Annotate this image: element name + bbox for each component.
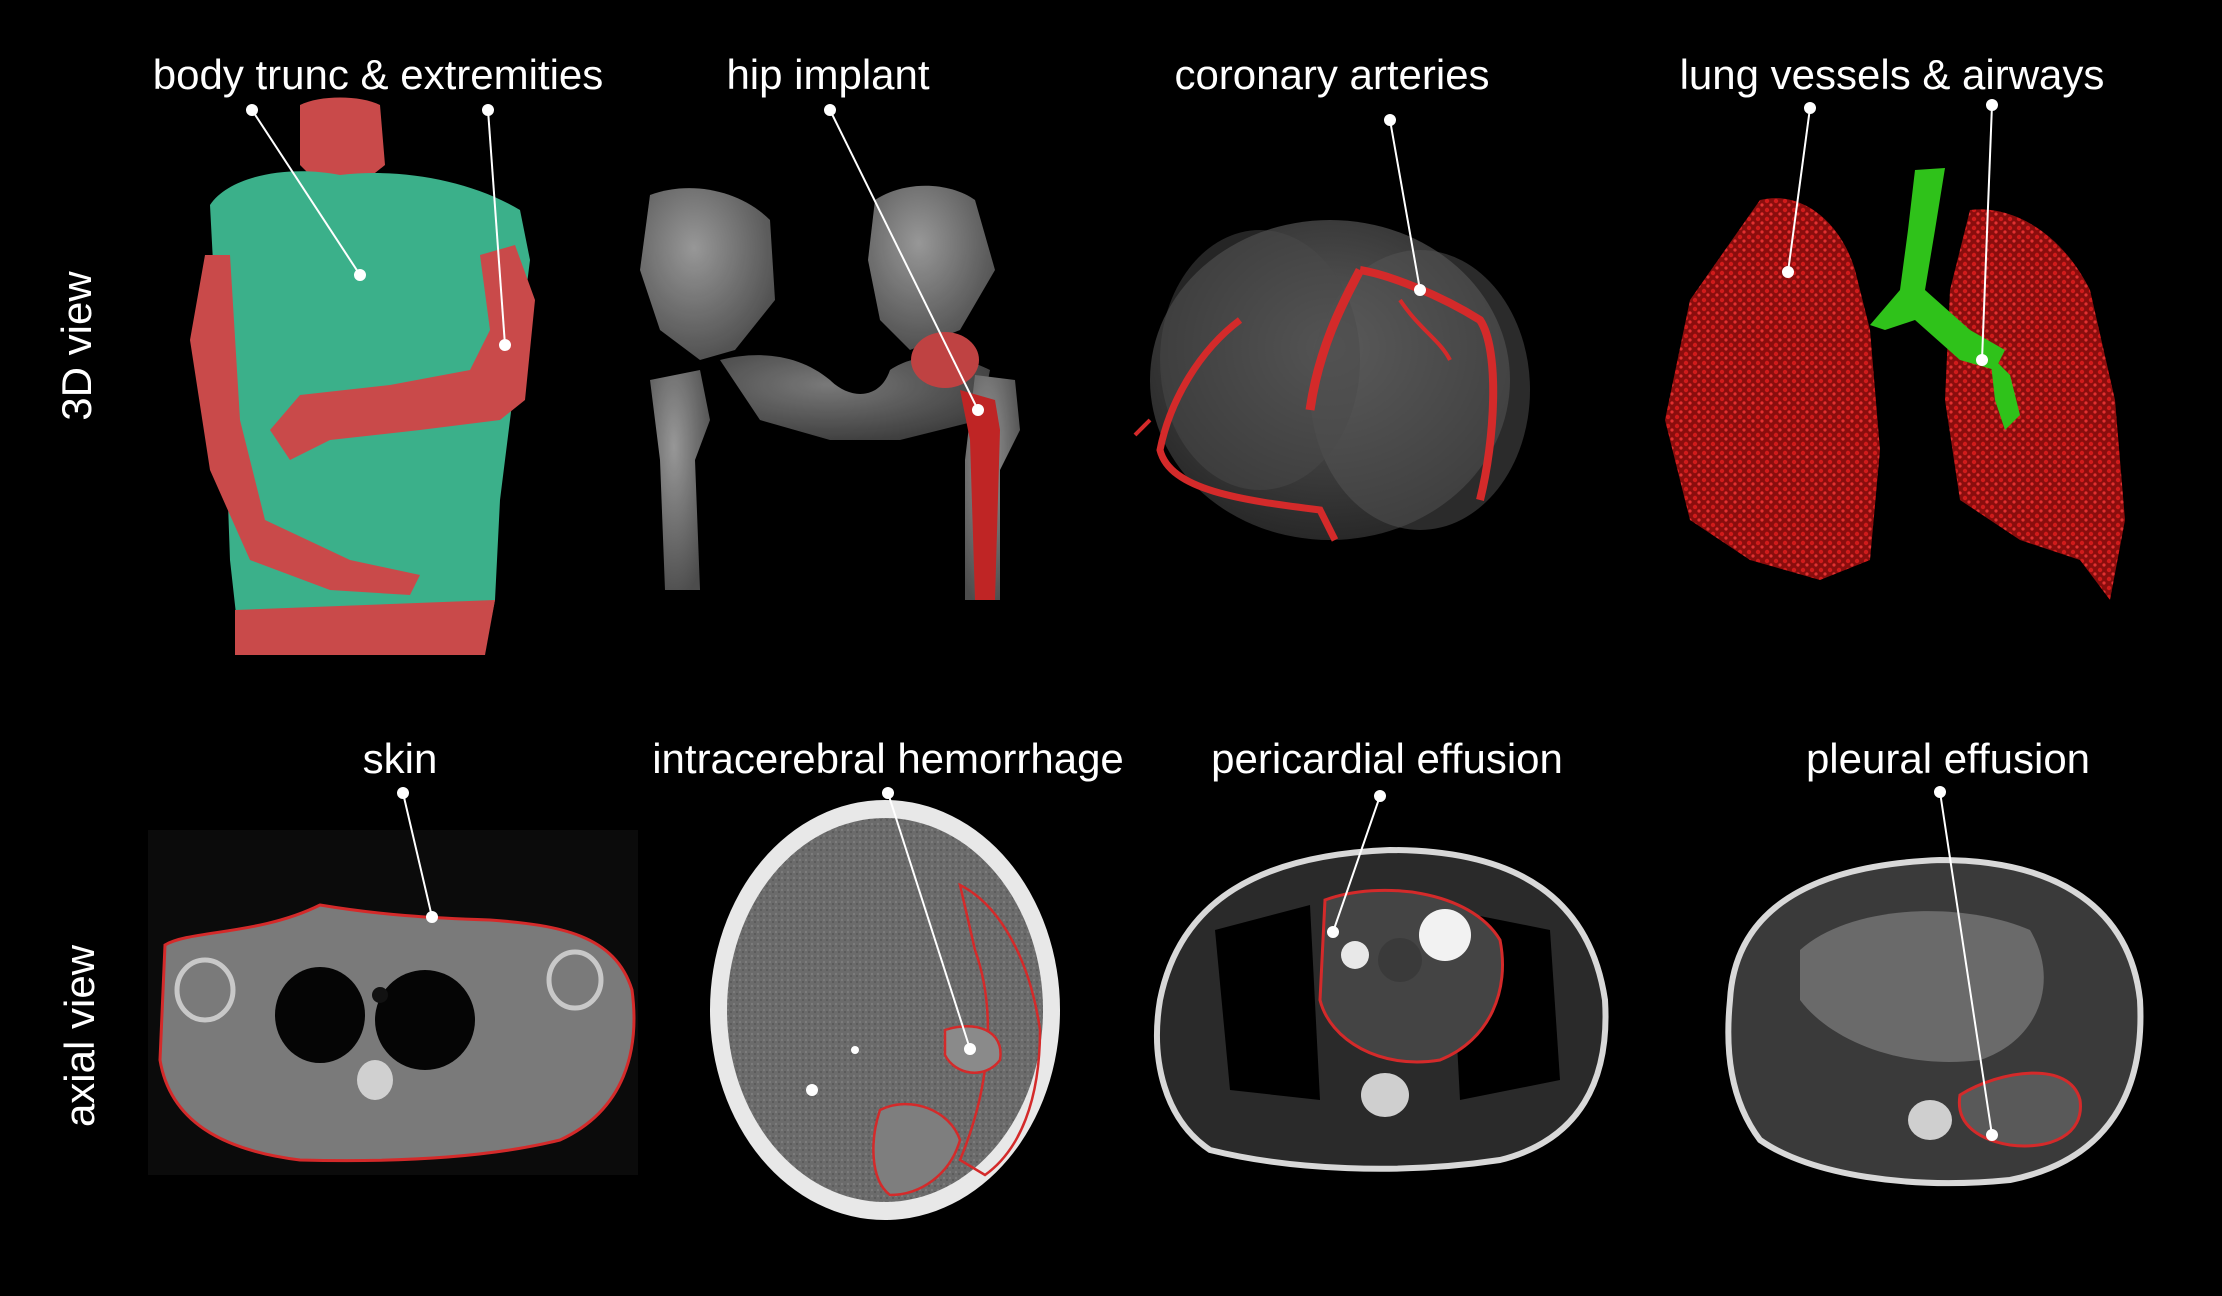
label-hip-implant: hip implant bbox=[726, 51, 930, 98]
callout-dot bbox=[426, 911, 438, 923]
label-pleural-effusion: pleural effusion bbox=[1805, 735, 2091, 782]
callout-dot bbox=[882, 787, 894, 799]
callout-dot bbox=[1804, 102, 1816, 114]
callout-dot bbox=[824, 104, 836, 116]
pericardial-effusion-axial-slice bbox=[1154, 846, 1609, 1172]
callout-line-pericardial bbox=[1332, 795, 1381, 933]
callout-line-skin bbox=[402, 792, 433, 918]
callout-dot bbox=[1384, 114, 1396, 126]
callout-line-extremities bbox=[487, 109, 506, 346]
callout-line-airways bbox=[1981, 104, 1993, 361]
callout-line-lung-vessels bbox=[1787, 107, 1811, 273]
callout-dot bbox=[1934, 786, 1946, 798]
row-label-axial-view: axial view bbox=[56, 944, 103, 1128]
label-coronary-arteries: coronary arteries bbox=[1174, 51, 1490, 98]
callout-line-hemorrhage bbox=[887, 792, 971, 1050]
label-intracerebral-hemorrhage: intracerebral hemorrhage bbox=[652, 735, 1124, 782]
label-skin: skin bbox=[362, 735, 438, 782]
callout-dot bbox=[397, 787, 409, 799]
callout-dot bbox=[1414, 284, 1426, 296]
lung-vessels-airways-render bbox=[1665, 168, 2125, 600]
row-label-3d-view: 3D view bbox=[53, 271, 100, 421]
callout-dot bbox=[1986, 99, 1998, 111]
label-body-trunc-extremities: body trunc & extremities bbox=[152, 51, 604, 98]
callout-dot bbox=[1782, 266, 1794, 278]
callout-line-pleural bbox=[1939, 791, 1993, 1136]
label-pericardial-effusion: pericardial effusion bbox=[1211, 735, 1563, 782]
callout-dot bbox=[482, 104, 494, 116]
callout-dot bbox=[964, 1043, 976, 1055]
hemorrhage-axial-slice bbox=[710, 800, 1060, 1220]
callout-line-coronary bbox=[1389, 119, 1421, 291]
callout-dot bbox=[1986, 1129, 1998, 1141]
callout-line-body-trunc bbox=[251, 109, 361, 276]
skin-axial-slice bbox=[148, 830, 638, 1175]
body-trunk-render bbox=[190, 97, 535, 655]
pleural-effusion-axial-slice bbox=[1725, 856, 2144, 1186]
callout-dot bbox=[354, 269, 366, 281]
callout-lines bbox=[246, 99, 1998, 1141]
callout-dot bbox=[499, 339, 511, 351]
hip-implant-render bbox=[640, 185, 1020, 600]
callout-dot bbox=[1374, 790, 1386, 802]
callout-dot bbox=[1327, 926, 1339, 938]
callout-line-hip-implant bbox=[829, 109, 979, 411]
callout-dot bbox=[1976, 354, 1988, 366]
callout-dot bbox=[972, 404, 984, 416]
label-lung-vessels-airways: lung vessels & airways bbox=[1679, 51, 2105, 98]
coronary-arteries-render bbox=[1133, 220, 1530, 542]
callout-dot bbox=[246, 104, 258, 116]
